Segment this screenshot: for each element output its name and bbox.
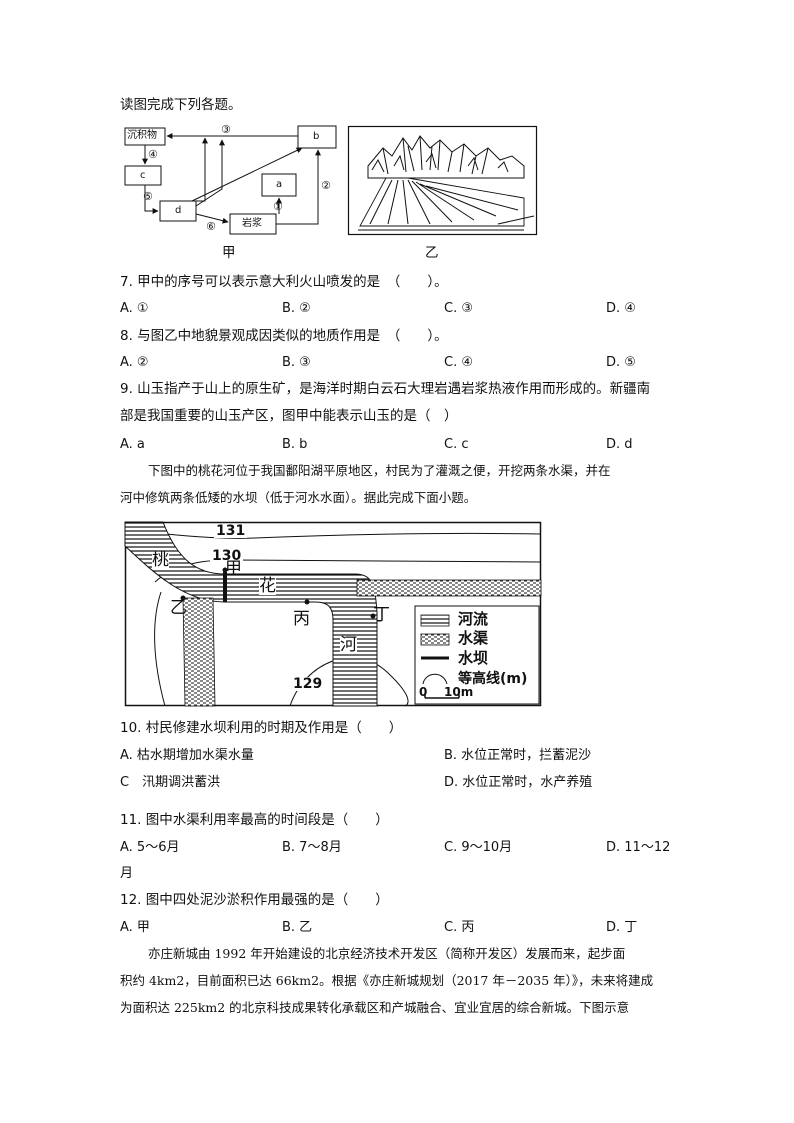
box-a	[261, 173, 297, 197]
box-c	[124, 165, 162, 186]
legend-scale-zero: 0	[419, 685, 428, 699]
passage2-line2: 河中修筑两条低矮的水坝（低于河水水面）。据此完成下面小题。	[120, 490, 477, 505]
q7-option-a[interactable]: A. ①	[120, 301, 149, 316]
box-d-label: d	[175, 205, 182, 216]
contour-130: 130	[210, 548, 244, 564]
caption-jia: 甲	[222, 245, 236, 261]
arrow-1-label: ①	[273, 200, 283, 213]
box-b	[297, 125, 337, 149]
q11-option-c[interactable]: C. 9～10月	[444, 840, 513, 855]
q12-option-c[interactable]: C. 丙	[444, 920, 475, 935]
q9-option-a[interactable]: A. a	[120, 437, 145, 452]
q11-option-a[interactable]: A. 5～6月	[120, 840, 180, 855]
box-b-label: b	[313, 131, 320, 142]
q9-option-b[interactable]: B. b	[282, 437, 308, 452]
passage3-line1: 亦庄新城由 1992 年开始建设的北京经济技术开发区（简称开发区）发展而来，起步…	[148, 946, 626, 961]
passage3-line3: 为面积达 225km2 的北京科技成果转化承载区和产城融合、宜业宜居的综合新城。…	[120, 1000, 630, 1015]
q11-option-d-wrap: 月	[120, 866, 134, 881]
q8-stem: 8. 与图乙中地貌景观成因类似的地质作用是 （ ）。	[120, 328, 448, 344]
q9-option-c[interactable]: C. c	[444, 437, 469, 452]
river-char-hua: 花	[259, 576, 276, 596]
box-a-label: a	[276, 179, 283, 190]
q8-option-b[interactable]: B. ③	[282, 355, 311, 370]
q12-option-a[interactable]: A. 甲	[120, 920, 150, 935]
q11-option-b[interactable]: B. 7～8月	[282, 840, 342, 855]
q11-stem: 11. 图中水渠利用率最高的时间段是（ ）	[120, 812, 389, 828]
peach-river-map	[124, 521, 542, 707]
q10-option-a[interactable]: A. 枯水期增加水渠水量	[120, 748, 254, 763]
q8-option-c[interactable]: C. ④	[444, 355, 473, 370]
q12-stem: 12. 图中四处泥沙淤积作用最强的是（ ）	[120, 892, 389, 908]
q7-stem: 7. 甲中的序号可以表示意大利火山喷发的是 （ ）。	[120, 274, 448, 290]
q8-option-a[interactable]: A. ②	[120, 355, 149, 370]
intro-text: 读图完成下列各题。	[120, 97, 242, 113]
q9-stem-line1: 9. 山玉指产于山上的原生矿，是海洋时期白云石大理岩遇岩浆热液作用而形成的。新疆…	[120, 381, 651, 397]
q8-option-d[interactable]: D. ⑤	[606, 355, 636, 370]
point-yi: 乙	[170, 598, 187, 618]
box-sediment-label: 沉积物	[127, 130, 157, 141]
legend-canal: 水渠	[458, 629, 489, 647]
river-char-tao: 桃	[152, 550, 169, 570]
q7-option-c[interactable]: C. ③	[444, 301, 473, 316]
landform-sketch	[347, 125, 538, 236]
arrow-5-label: ⑤	[143, 190, 153, 203]
caption-yi: 乙	[425, 245, 439, 261]
passage2-line1: 下图中的桃花河位于我国鄱阳湖平原地区，村民为了灌溉之便，开挖两条水渠，并在	[148, 463, 611, 478]
box-c-label: c	[140, 170, 146, 181]
arrow-3-label: ③	[221, 123, 231, 136]
q9-option-d[interactable]: D. d	[606, 437, 633, 452]
rock-cycle-diagram	[124, 125, 337, 235]
contour-129: 129	[291, 676, 325, 692]
q10-stem: 10. 村民修建水坝利用的时期及作用是（ ）	[120, 720, 403, 736]
legend-scale: 10m	[444, 685, 474, 699]
q12-option-b[interactable]: B. 乙	[282, 920, 313, 935]
legend-river: 河流	[458, 610, 489, 628]
passage3-line2: 积约 4km2，目前面积已达 66km2。根据《亦庄新城规划（2017 年－20…	[120, 973, 654, 988]
point-ding: 丁	[373, 605, 390, 625]
river-char-he: 河	[340, 635, 357, 655]
arrow-4-label: ④	[148, 148, 158, 161]
arrow-6-label: ⑥	[206, 220, 216, 233]
q11-option-d[interactable]: D. 11～12	[606, 840, 671, 855]
point-bing: 丙	[293, 609, 310, 629]
q10-option-c[interactable]: C 汛期调洪蓄洪	[120, 775, 221, 790]
contour-131: 131	[214, 523, 248, 539]
q10-option-d[interactable]: D. 水位正常时，水产养殖	[444, 775, 593, 790]
arrow-2-label: ②	[321, 179, 331, 192]
q7-option-d[interactable]: D. ④	[606, 301, 636, 316]
point-jia: 甲	[225, 559, 242, 579]
q10-option-b[interactable]: B. 水位正常时，拦蓄泥沙	[444, 748, 592, 763]
legend-dam: 水坝	[458, 649, 489, 667]
legend-contour: 等高线(m)	[458, 671, 528, 687]
box-magma-label: 岩浆	[242, 218, 262, 229]
q7-option-b[interactable]: B. ②	[282, 301, 311, 316]
q9-stem-line2: 部是我国重要的山玉产区，图甲中能表示山玉的是（ ）	[120, 408, 458, 424]
q12-option-d[interactable]: D. 丁	[606, 920, 638, 935]
